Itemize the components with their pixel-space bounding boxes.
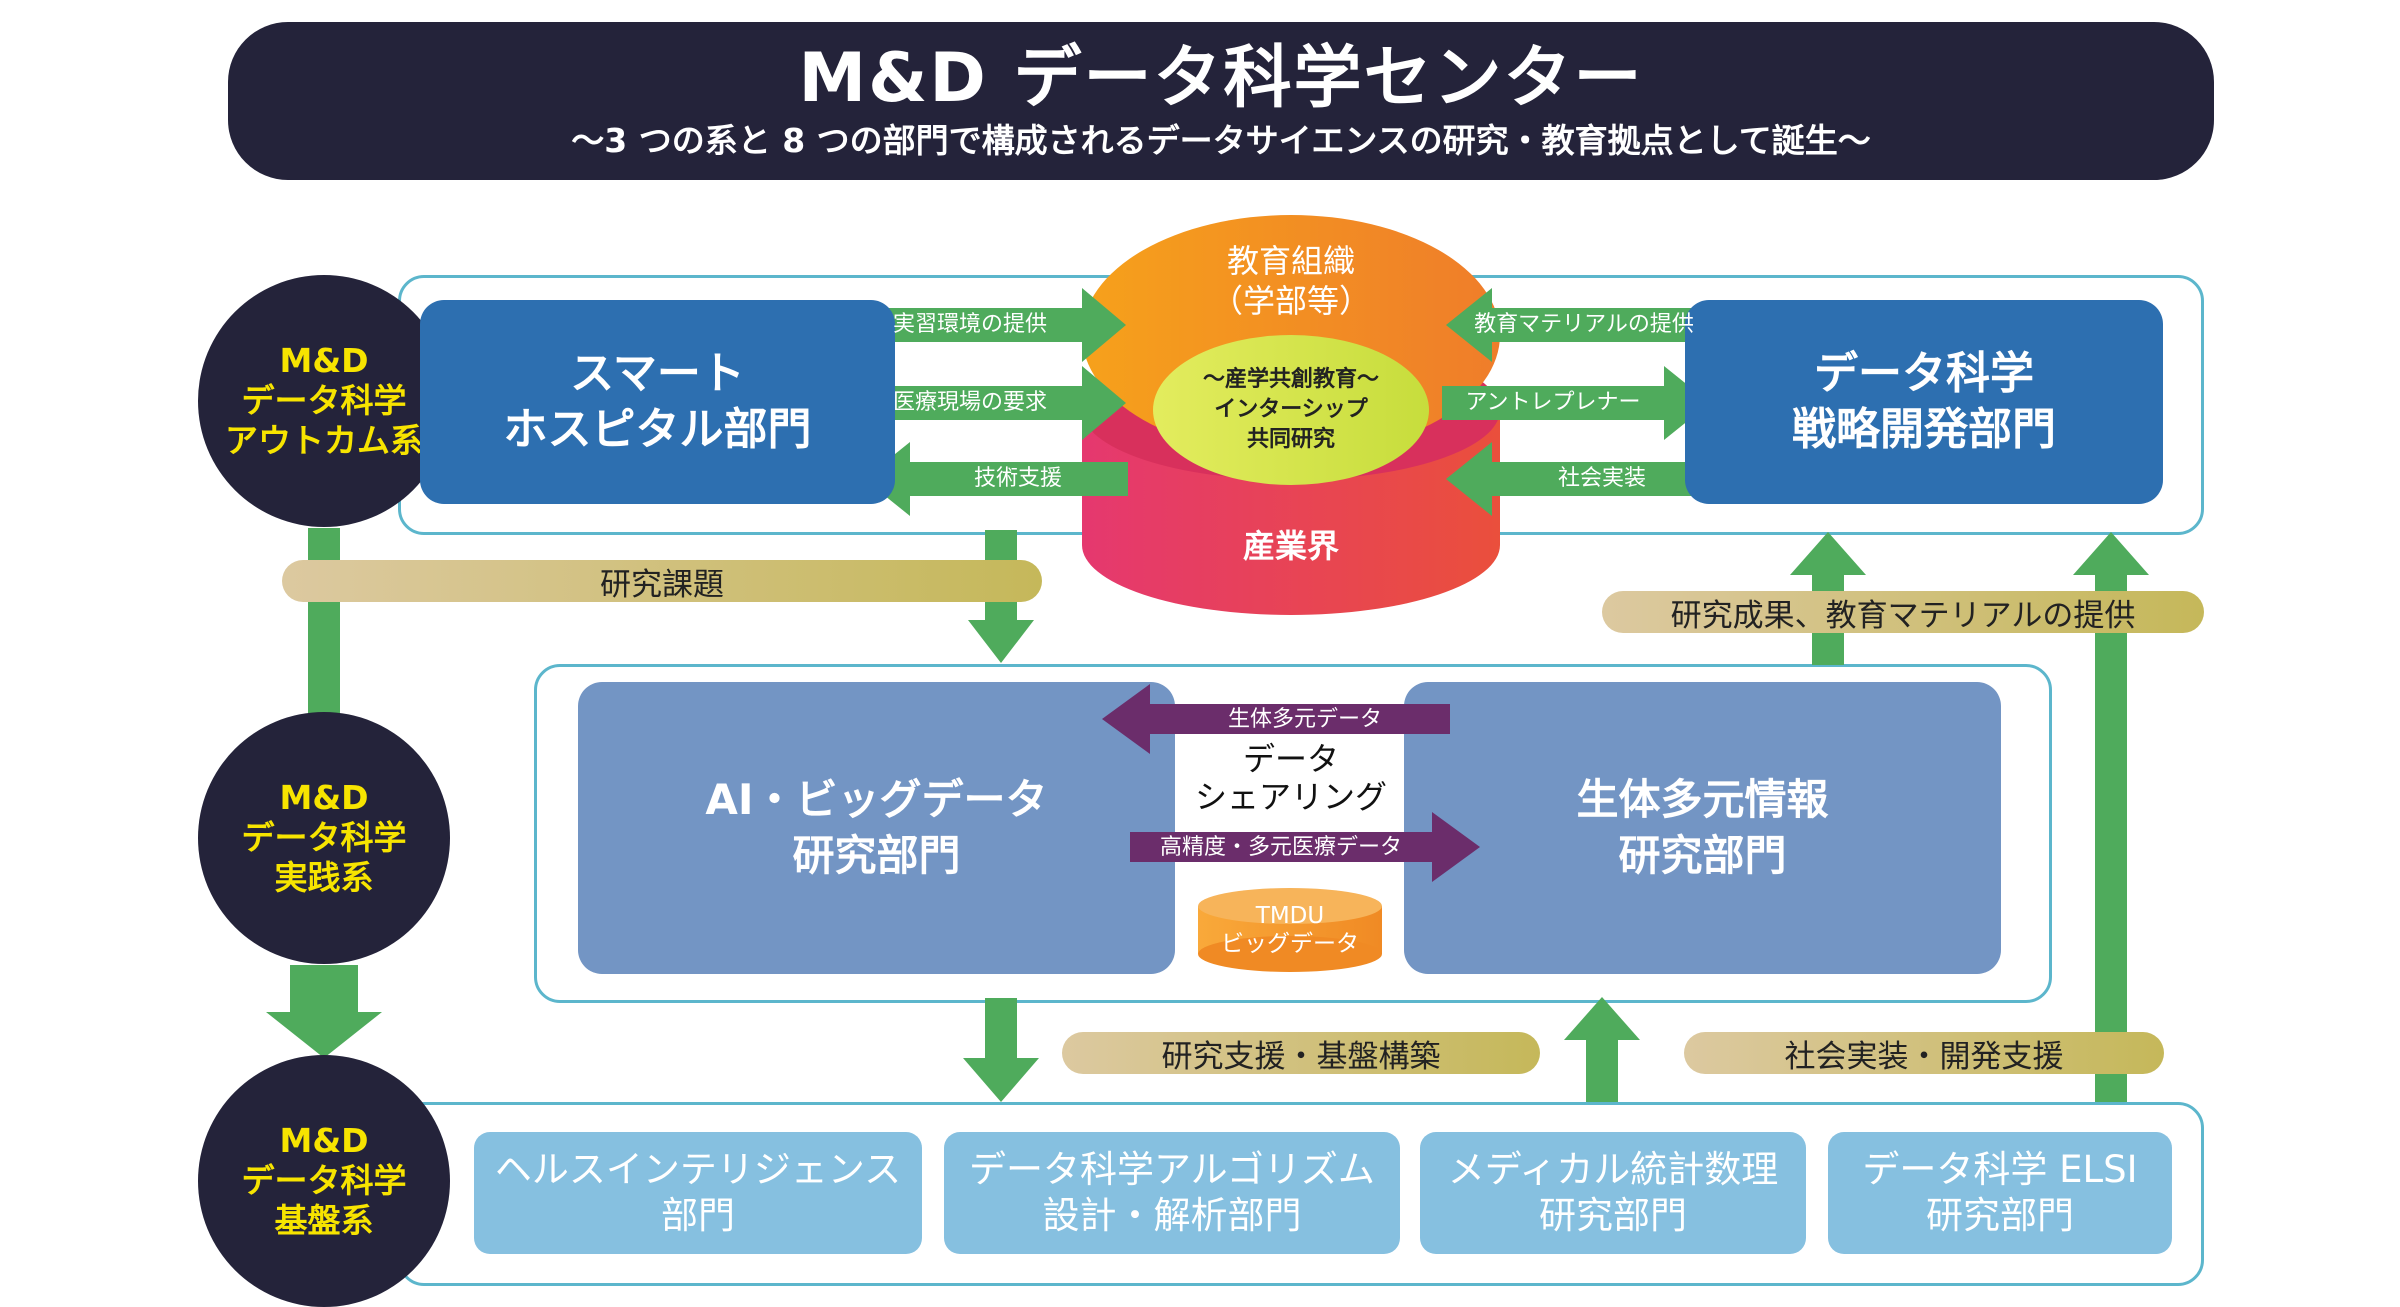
practice-to-foundation-arrow (266, 965, 382, 1058)
practice-line-1: M&D (279, 778, 369, 817)
results-pill: 研究成果、教育マテリアルの提供 (1602, 591, 2204, 634)
bio-data-label: 生体多元データ (1227, 707, 1382, 732)
entrepreneur-arrow (1442, 366, 1710, 440)
outcome-line-3: アウトカム系 (225, 421, 423, 460)
support-shaft (985, 998, 1017, 1058)
practice-line-2: データ科学 (241, 818, 407, 857)
results-arrow (1790, 532, 1866, 575)
bio-data-arrow (1102, 684, 1450, 754)
strategy-line-1: データ科学 (1814, 348, 2034, 399)
data-sharing-label: データ シェアリング (1180, 740, 1402, 816)
algorithm-dept: データ科学アルゴリズム 設計・解析部門 (944, 1132, 1400, 1254)
bio-info-dept: 生体多元情報 研究部門 (1404, 682, 2001, 974)
foundation-line-2: データ科学 (241, 1161, 407, 1200)
smart-hospital-dept: スマート ホスピタル部門 (420, 300, 895, 504)
outcome-line-2: データ科学 (241, 381, 407, 420)
social-dev-shaft (2095, 575, 2127, 1102)
tech-support-label: 技術支援 (973, 466, 1062, 491)
foundation-up-shaft (1586, 1040, 1618, 1102)
data-sharing-line-2: シェアリング (1194, 778, 1387, 816)
health-intel-line-1: ヘルスインテリジェンス (494, 1148, 902, 1191)
education-line-1: 教育組織 (1226, 242, 1355, 280)
collab-oval (1153, 335, 1429, 485)
collab-line-1: 〜産学共創教育〜 (1202, 367, 1379, 392)
header-banner: M&D データ科学センター 〜3 つの系と 8 つの部門で構成されるデータサイエ… (228, 22, 2214, 180)
data-sharing-line-1: データ (1242, 740, 1339, 778)
education-line-2: （学部等） (1210, 282, 1371, 320)
social-impl-label: 社会実装 (1557, 466, 1646, 491)
practice-line-3: 実践系 (274, 858, 374, 897)
support-arrow (963, 1058, 1039, 1102)
social-dev-pill: 社会実装・開発支援 (1684, 1032, 2164, 1075)
tmdu-cylinder (1198, 888, 1382, 972)
hires-data-arrow (1130, 812, 1480, 882)
health-intel-dept: ヘルスインテリジェンス 部門 (474, 1132, 922, 1254)
smart-hospital-line-1: スマート (570, 348, 745, 399)
practice-env-arrow (858, 288, 1126, 362)
edu-material-arrow (1446, 288, 1712, 362)
research-topics-arrow (968, 620, 1034, 663)
education-label: 教育組織 （学部等） (1150, 236, 1432, 326)
foundation-system-circle: M&D データ科学 基盤系 (198, 1055, 450, 1307)
practice-env-label: 実習環境の提供 (892, 312, 1047, 337)
research-topics-pill: 研究課題 (282, 560, 1042, 603)
elsi-dept: データ科学 ELSI 研究部門 (1828, 1132, 2172, 1254)
tmdu-label: TMDU ビッグデータ (1198, 900, 1382, 960)
page-title: M&D データ科学センター (798, 39, 1644, 118)
tmdu-line-1: TMDU (1255, 903, 1325, 929)
elsi-line-2: 研究部門 (1926, 1194, 2074, 1237)
ai-bigdata-line-1: AI・ビッグデータ (705, 775, 1048, 824)
outcome-line-1: M&D (279, 341, 369, 380)
tmdu-line-2: ビッグデータ (1221, 931, 1359, 957)
medical-stats-line-1: メディカル統計数理 (1447, 1148, 1779, 1191)
foundation-line-1: M&D (279, 1121, 369, 1160)
entrepreneur-label: アントレプレナー (1465, 390, 1641, 415)
medical-stats-dept: メディカル統計数理 研究部門 (1420, 1132, 1806, 1254)
collab-label: 〜産学共創教育〜 インターシップ 共同研究 (1160, 362, 1422, 458)
foundation-line-3: 基盤系 (274, 1201, 374, 1240)
health-intel-line-2: 部門 (661, 1194, 735, 1237)
ai-bigdata-line-2: 研究部門 (792, 831, 961, 880)
edu-material-label: 教育マテリアルの提供 (1474, 312, 1694, 337)
support-pill: 研究支援・基盤構築 (1062, 1032, 1540, 1075)
hires-data-label: 高精度・多元医療データ (1159, 835, 1402, 860)
elsi-line-1: データ科学 ELSI (1862, 1148, 2138, 1191)
clinical-req-label: 医療現場の要求 (892, 390, 1047, 415)
page-subtitle: 〜3 つの系と 8 つの部門で構成されるデータサイエンスの研究・教育拠点として誕… (571, 121, 1871, 160)
smart-hospital-line-2: ホスピタル部門 (503, 404, 812, 455)
bio-info-line-2: 研究部門 (1618, 831, 1787, 880)
algorithm-line-2: 設計・解析部門 (1042, 1194, 1302, 1237)
practice-system-circle: M&D データ科学 実践系 (198, 712, 450, 964)
ai-bigdata-dept: AI・ビッグデータ 研究部門 (578, 682, 1175, 974)
industry-label: 産業界 (1242, 527, 1339, 565)
algorithm-line-1: データ科学アルゴリズム (969, 1148, 1375, 1191)
outcome-to-practice-line (308, 528, 340, 718)
medical-stats-line-2: 研究部門 (1539, 1194, 1687, 1237)
tech-support-arrow (864, 442, 1128, 516)
collab-line-2: インターシップ (1214, 397, 1368, 422)
strategy-line-2: 戦略開発部門 (1792, 404, 2056, 455)
strategy-dept: データ科学 戦略開発部門 (1685, 300, 2163, 504)
outcome-system-circle: M&D データ科学 アウトカム系 (198, 275, 450, 527)
bio-info-line-1: 生体多元情報 (1576, 775, 1829, 824)
social-dev-arrow (2073, 532, 2149, 575)
foundation-up-arrow (1564, 997, 1640, 1040)
social-impl-arrow (1446, 442, 1712, 516)
collab-line-3: 共同研究 (1246, 427, 1335, 452)
clinical-req-arrow (858, 366, 1126, 440)
